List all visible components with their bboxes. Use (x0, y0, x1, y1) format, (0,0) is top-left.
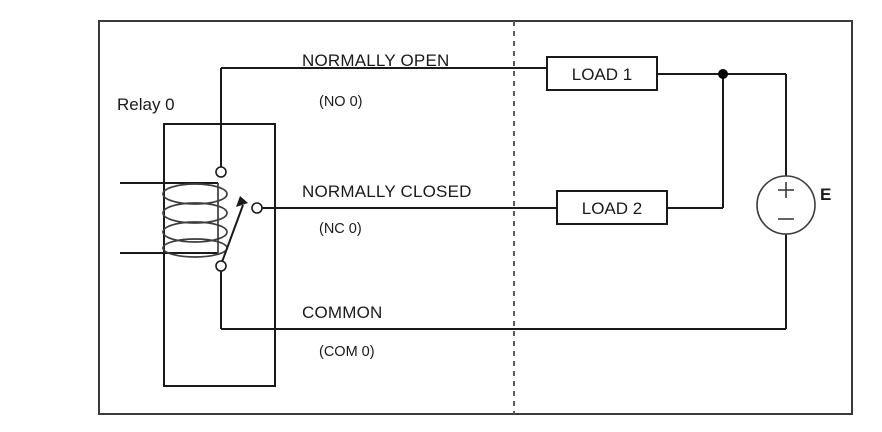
load1-label: LOAD 1 (572, 65, 632, 84)
relay-switch-arm (221, 196, 248, 263)
relay-enclosure-box (163, 123, 276, 387)
dc-voltage-source-symbol (756, 175, 816, 235)
relay-coil (162, 183, 228, 258)
nc-terminal-node (251, 202, 263, 214)
load2-label: LOAD 2 (582, 199, 642, 218)
common-label: COMMON (302, 303, 383, 322)
source-label: E (820, 185, 831, 204)
com-terminal-node (215, 260, 227, 272)
normally-open-sublabel: (NO 0) (319, 94, 363, 110)
no-terminal-node (215, 166, 227, 178)
common-sublabel: (COM 0) (319, 344, 375, 360)
normally-open-label: NORMALLY OPEN (302, 51, 449, 70)
normally-closed-sublabel: (NC 0) (319, 221, 362, 237)
diagram-border (98, 20, 853, 415)
normally-closed-label: NORMALLY CLOSED (302, 182, 472, 201)
junction-dot (718, 69, 728, 79)
relay-label: Relay 0 (117, 95, 175, 114)
load2-box (556, 190, 668, 225)
